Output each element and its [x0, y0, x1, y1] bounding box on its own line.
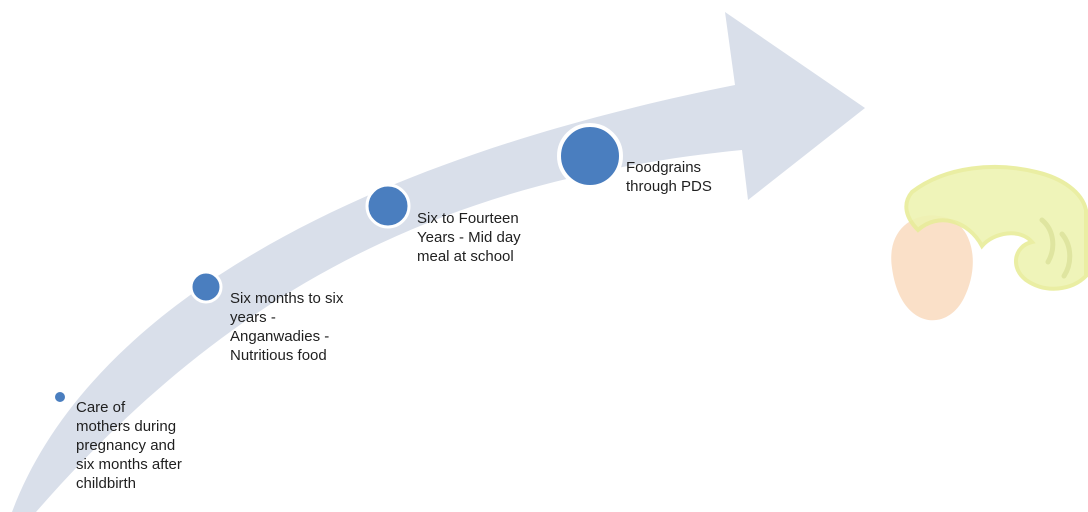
step-label-pds: Foodgrains through PDS	[626, 159, 712, 195]
step-dot-2	[189, 270, 223, 304]
watermark-orange-blob	[891, 215, 973, 321]
step-label-mid-day-meal: Six to Fourteen Years - Mid day meal at …	[417, 210, 521, 265]
watermark-hand	[904, 164, 1088, 291]
step-label-anganwadies: Six months to six years - Anganwadies - …	[230, 290, 344, 364]
step-dot-4	[557, 123, 623, 189]
hand-watermark	[891, 164, 1088, 321]
step-dot-3	[365, 183, 411, 229]
step-dot-1	[53, 390, 67, 404]
step-label-maternal-care: Care of mothers during pregnancy and six…	[76, 399, 182, 492]
arrow-shape	[12, 12, 865, 512]
watermark-knuckle-lines	[1039, 217, 1073, 279]
